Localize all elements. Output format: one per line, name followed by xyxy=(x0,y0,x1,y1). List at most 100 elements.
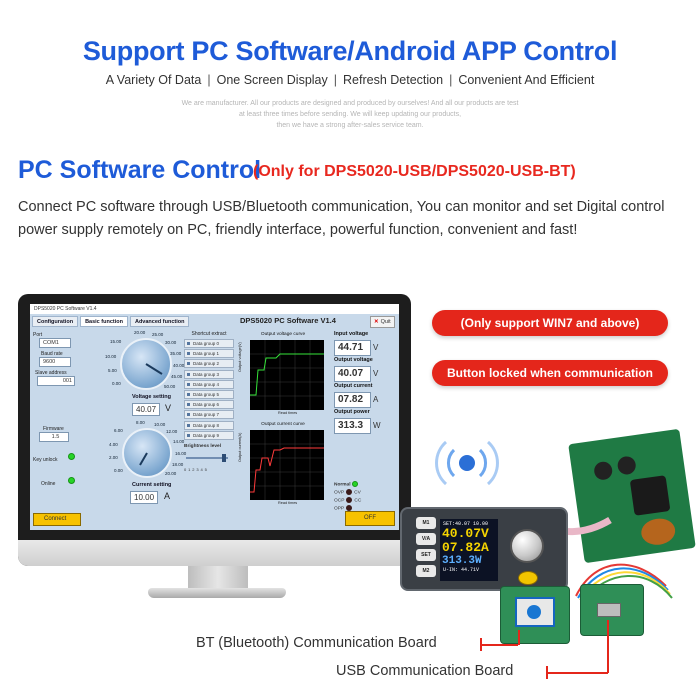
hero-title: Support PC Software/Android APP Control xyxy=(82,36,618,66)
quit-label: Quit xyxy=(380,319,391,325)
firmware-value: 1.5 xyxy=(39,432,69,442)
brightness-scale: 0 1 2 3 4 5 xyxy=(184,466,208,472)
off-label: OFF xyxy=(364,515,376,521)
input-voltage-label: Input voltage xyxy=(334,331,369,337)
feature-item: Convenient And Efficient xyxy=(458,73,595,87)
input-voltage-unit: V xyxy=(373,343,379,352)
output-power-value: 313.3 xyxy=(334,418,371,434)
usb-callout-tick xyxy=(546,666,548,679)
voltage-needle-icon xyxy=(145,363,163,375)
key-unlock-label: Key unlock xyxy=(33,457,58,463)
lcd-set-readout: SET:40.07 10.00 xyxy=(443,521,489,527)
current-needle-icon xyxy=(139,452,148,466)
current-tick: 18.00 xyxy=(172,462,184,467)
usb-callout-line xyxy=(607,620,609,673)
data-group-button[interactable]: Data group 8 xyxy=(184,420,234,430)
status-normal: Normal xyxy=(334,481,361,489)
tab-bar: Configuration Basic function Advanced fu… xyxy=(32,316,190,327)
port-label: Port xyxy=(33,332,43,338)
va-button[interactable]: V/A xyxy=(416,533,436,545)
lcd-current: 07.82A xyxy=(442,540,489,555)
data-group-button[interactable]: Data group 6 xyxy=(184,400,234,410)
current-setting-input[interactable]: 10.00 xyxy=(130,491,159,504)
cv-label: CV xyxy=(354,490,361,496)
usb-callout-line xyxy=(548,672,608,674)
ocp-led xyxy=(346,497,353,503)
ocp-label: OCP xyxy=(334,498,345,504)
tab-advanced-function[interactable]: Advanced function xyxy=(129,316,190,327)
usb-board-callout: USB Communication Board xyxy=(336,663,514,679)
normal-label: Normal xyxy=(334,482,351,488)
output-current-value: 07.82 xyxy=(334,392,371,408)
status-opp: OPP xyxy=(334,505,361,513)
data-group-button[interactable]: Data group 7 xyxy=(184,410,234,420)
quit-button[interactable]: ✕Quit xyxy=(370,316,395,328)
slave-address-input[interactable]: 001 xyxy=(37,376,75,386)
brightness-slider[interactable] xyxy=(184,453,230,462)
data-group-button[interactable]: Data group 2 xyxy=(184,359,234,369)
current-chart-title: Output current curve xyxy=(261,422,305,427)
data-group-button[interactable]: Data group 9 xyxy=(184,430,234,440)
bt-callout-line xyxy=(518,630,520,645)
voltage-tick: 35.00 xyxy=(170,351,182,356)
usb-board xyxy=(580,584,644,636)
bt-board xyxy=(500,586,570,644)
current-time-label: Read times xyxy=(278,501,298,505)
current-tick: 20.00 xyxy=(165,471,177,476)
port-select[interactable]: COM1 xyxy=(39,338,71,348)
current-curve xyxy=(250,430,324,500)
brightness-label: Brightness level xyxy=(184,443,222,449)
output-voltage-label: Output voltage xyxy=(334,357,373,363)
ovp-label: OVP xyxy=(334,490,345,496)
current-tick: 0.00 xyxy=(114,468,123,473)
voltage-chart-title: Output voltage curve xyxy=(260,332,306,337)
voltage-dial[interactable] xyxy=(120,338,172,390)
data-group-button[interactable]: Data group 4 xyxy=(184,379,234,389)
bt-callout-tick xyxy=(480,638,482,651)
tab-configuration[interactable]: Configuration xyxy=(32,316,79,327)
connect-button[interactable]: Connect xyxy=(33,513,81,526)
online-row: Online xyxy=(33,472,85,490)
current-tick: 16.00 xyxy=(175,451,187,456)
rotary-encoder-knob[interactable] xyxy=(510,529,544,563)
section-title: PC Software Control xyxy=(18,156,262,184)
monitor-stand xyxy=(148,588,286,598)
baud-select[interactable]: 9600 xyxy=(39,357,71,367)
software-window: DPS5020 PC Software V1.4 Configuration B… xyxy=(30,304,399,530)
m1-button[interactable]: M1 xyxy=(416,517,436,529)
current-setting-label: Current setting xyxy=(132,482,172,488)
voltage-tick: 5.00 xyxy=(108,368,117,373)
slave-address-label: Slave address xyxy=(35,370,67,376)
data-group-button[interactable]: Data group 5 xyxy=(184,389,234,399)
current-dial[interactable] xyxy=(122,428,172,478)
power-toggle-button[interactable] xyxy=(518,571,538,585)
current-axis-label: Output current(A) xyxy=(238,432,242,462)
close-icon: ✕ xyxy=(374,319,379,325)
set-button[interactable]: SET xyxy=(416,549,436,561)
lcd-power: 313.3W xyxy=(442,555,482,567)
voltage-axis-label: Output voltage(V) xyxy=(238,342,242,372)
tab-basic-function[interactable]: Basic function xyxy=(80,316,128,327)
normal-led xyxy=(351,481,358,487)
ovp-led xyxy=(346,489,353,495)
monitor-neck xyxy=(188,566,248,590)
section-note: (Only for DPS5020-USB/DPS5020-USB-BT) xyxy=(253,163,576,180)
data-group-button[interactable]: Data group 3 xyxy=(184,369,234,379)
key-unlock-led xyxy=(67,453,75,461)
key-unlock-row: Key unlock xyxy=(33,448,85,466)
data-group-button[interactable]: Data group 1 xyxy=(184,349,234,359)
bt-callout-line xyxy=(482,644,518,646)
voltage-tick: 0.00 xyxy=(112,381,121,386)
data-group-button[interactable]: Data group 0 xyxy=(184,339,234,348)
output-power-label: Output power xyxy=(334,409,370,415)
input-voltage-value: 44.71 xyxy=(334,340,371,356)
connect-label: Connect xyxy=(44,516,67,522)
output-off-button[interactable]: OFF xyxy=(345,511,395,526)
shortcut-label: Shortcut extract xyxy=(191,331,227,337)
m2-button[interactable]: M2 xyxy=(416,565,436,577)
voltage-setting-input[interactable]: 40.07 xyxy=(132,403,161,416)
